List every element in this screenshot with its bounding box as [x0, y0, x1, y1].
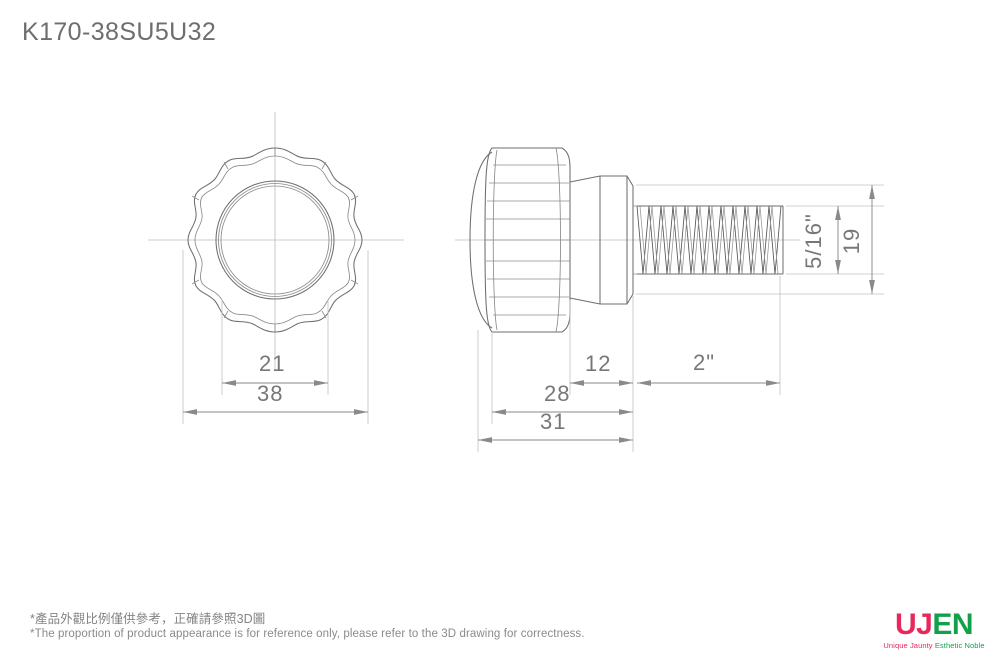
center-bore-circle-outer — [215, 180, 335, 300]
knob-rear-cap — [469, 151, 493, 329]
dim-label-5-16in: 5/16" — [801, 213, 826, 269]
company-logo: UJEN Unique Jaunty Esthetic Noble — [878, 610, 990, 650]
logo-wordmark: UJEN — [878, 610, 990, 640]
logo-tagline: Unique Jaunty Esthetic Noble — [878, 642, 990, 650]
footnote-english: *The proportion of product appearance is… — [30, 628, 585, 640]
front-view-geometry — [187, 147, 363, 333]
knob-shoulder-taper — [569, 175, 601, 305]
dim-label-19: 19 — [839, 227, 864, 255]
center-bore-circle-inner — [220, 185, 330, 295]
thread-profile-shadow — [639, 205, 779, 275]
dim-label-28: 28 — [544, 381, 571, 406]
side-view-geometry — [469, 147, 784, 333]
page-title: K170-38SU5U32 — [22, 18, 217, 46]
footnote-chinese: *產品外觀比例僅供參考，正確請參照3D圖 — [30, 612, 266, 626]
dimension-lines — [183, 185, 875, 443]
dim-label-21: 21 — [259, 351, 286, 376]
center-bore-circle-mid — [218, 183, 332, 297]
knob-flute-edges — [492, 147, 561, 333]
dim-label-12: 12 — [585, 351, 612, 376]
logo-tagline-part1: Unique Jaunty — [883, 641, 933, 650]
logo-wordmark-en: EN — [932, 608, 974, 641]
dim-label-31: 31 — [540, 409, 567, 434]
dim-label-2in: 2" — [693, 350, 716, 375]
extension-lines — [182, 184, 884, 452]
thread-crest-lines — [637, 205, 784, 275]
collar-chamfer — [626, 175, 634, 305]
dim-label-38: 38 — [257, 381, 284, 406]
knurl-separators — [191, 148, 359, 332]
logo-tagline-part2: Esthetic Noble — [934, 641, 985, 650]
centerlines — [148, 112, 800, 370]
knob-head-outline — [484, 147, 571, 333]
knob-knurl-flutes — [485, 164, 570, 316]
knob-shank-collar — [600, 175, 628, 305]
logo-wordmark-uj: UJ — [894, 608, 933, 641]
